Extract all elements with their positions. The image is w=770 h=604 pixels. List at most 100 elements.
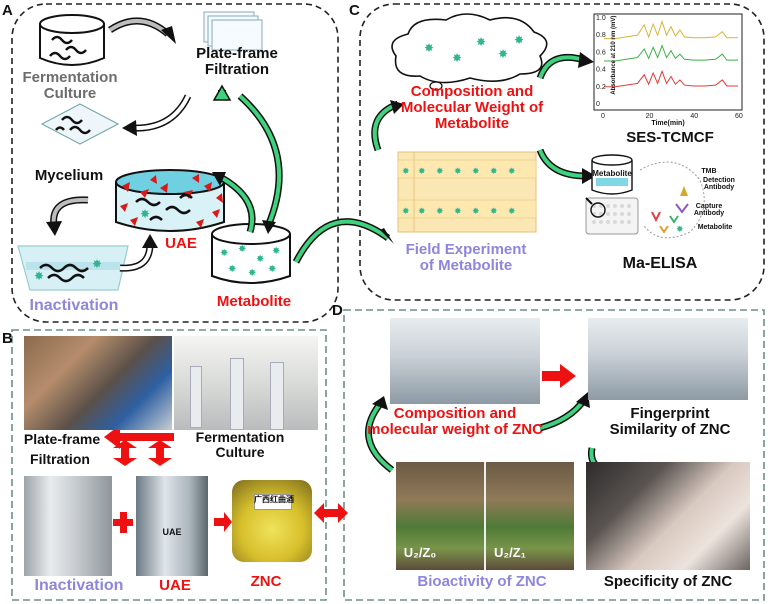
label-u2z0: U₂/Z₀ (403, 545, 437, 560)
chart-xtick-label: 40 (690, 113, 698, 120)
svg-text:✸: ✸ (472, 166, 480, 176)
label-ma-elisa: Ma-ELISA (622, 255, 698, 272)
chart-xtick-label: 20 (646, 113, 654, 120)
label-tmb: TMB (701, 168, 717, 175)
label-d-specificity: Specificity of ZNC (603, 573, 733, 590)
cloud-icon: ✸✸✸✸✸ (391, 13, 548, 91)
label-b-plate-frame-line1: Plate-frame (23, 431, 101, 447)
label-b-znc: ZNC (250, 573, 282, 590)
panel-c-letter: C (349, 2, 360, 19)
label-plate-metabolite: Metabolite (592, 169, 632, 178)
red-arrow-b3 (148, 440, 172, 466)
photo-uae-label: UAE (162, 527, 182, 537)
label-d-composition: Composition and molecular weight of ZNC (367, 405, 543, 438)
chart-ytick-label: 0 (596, 101, 600, 108)
svg-text:✸: ✸ (92, 257, 102, 271)
photo-lab-fingerprint (588, 318, 748, 400)
svg-text:✸: ✸ (418, 206, 426, 216)
panel-a-letter: A (2, 2, 13, 19)
label-b-uae: UAE (159, 577, 191, 594)
svg-text:✸: ✸ (238, 244, 246, 255)
label-field-experiment: Field Experiment of Metabolite (405, 241, 527, 274)
svg-text:✸: ✸ (424, 41, 434, 55)
chart-series-line-1 (604, 44, 738, 62)
panel-b-letter: B (2, 330, 13, 347)
svg-text:✸: ✸ (454, 206, 462, 216)
label-fermentation-culture: Fermentation Culture (22, 69, 118, 102)
svg-text:✸: ✸ (256, 254, 264, 265)
svg-text:✸: ✸ (34, 269, 44, 283)
label-mycelium: Mycelium (34, 167, 104, 184)
panel-d-frame (343, 309, 765, 601)
svg-text:✸: ✸ (402, 166, 410, 176)
field-plot-image: ✸✸✸✸✸✸✸ ✸✸✸✸✸✸✸ (397, 151, 537, 233)
inactivation-tray-icon: ✸ ✸ (17, 245, 129, 291)
label-b-plate-frame-line2: Filtration (30, 451, 90, 467)
label-b-inactivation: Inactivation (34, 577, 124, 594)
panel-d-letter: D (332, 302, 343, 319)
label-detection-antibody: Detection Antibody (703, 177, 735, 192)
svg-text:✸: ✸ (452, 51, 462, 65)
mycelium-icon (40, 103, 120, 145)
metabolite-tank-icon: ✸✸✸ ✸✸✸✸ (211, 223, 291, 284)
photo-znc-jar: 广西红曲酒 (232, 480, 312, 562)
svg-text:✸: ✸ (228, 264, 236, 275)
chart-ytick-label: 0.2 (596, 84, 606, 91)
photo-rabbit-test (586, 462, 750, 570)
svg-text:✸: ✸ (436, 166, 444, 176)
svg-text:✸: ✸ (248, 268, 256, 279)
svg-text:✸: ✸ (402, 206, 410, 216)
red-arrow-b2 (113, 440, 137, 466)
svg-text:✸: ✸ (268, 264, 276, 275)
panel-c-frame (359, 3, 765, 301)
svg-text:✸: ✸ (490, 166, 498, 176)
svg-text:✸: ✸ (140, 207, 150, 221)
chart-ylabel: Absorbance at 210 nm (mV) (610, 15, 617, 95)
chart-series-line-2 (604, 69, 738, 88)
svg-text:✸: ✸ (436, 206, 444, 216)
chart-series-line-0 (604, 19, 738, 40)
red-arrow-d1 (542, 364, 576, 388)
chart-xtick-label: 0 (601, 113, 605, 120)
jar-label: 广西红曲酒 (254, 495, 294, 504)
svg-text:✸: ✸ (508, 166, 516, 176)
label-u2z1: U₂/Z₁ (493, 545, 527, 560)
elisa-plate-icon: ✸ (585, 154, 705, 239)
photo-plate-frame-filter (24, 336, 172, 430)
photo-inactivation-tanks (24, 476, 112, 576)
chart-ytick-label: 0.8 (596, 32, 606, 39)
svg-text:✸: ✸ (514, 33, 524, 47)
chart-ytick-label: 0.4 (596, 67, 606, 74)
chart-xtick-label: 60 (735, 113, 743, 120)
label-metabolite: Metabolite (216, 293, 292, 310)
red-arrow-b1 (104, 425, 174, 449)
svg-text:✸: ✸ (476, 35, 486, 49)
photo-uae-equipment: UAE (136, 476, 208, 576)
label-uae: UAE (165, 235, 197, 252)
filter-paper-icon (203, 11, 263, 51)
svg-text:✸: ✸ (220, 248, 228, 259)
label-ses-tcmcf: SES-TCMCF (626, 129, 714, 146)
photo-lab-composition (390, 318, 540, 404)
label-plate-frame-filtration: Plate-frame Filtration (196, 45, 278, 78)
label-inactivation: Inactivation (29, 297, 119, 314)
fermentation-tank-icon (39, 14, 105, 66)
red-arrow-b4 (214, 512, 232, 532)
photo-field-plants: U₂/Z₀ U₂/Z₁ (396, 462, 574, 570)
panel-a-frame (11, 3, 339, 323)
chart-ytick-label: 1.0 (596, 15, 606, 22)
svg-text:✸: ✸ (272, 246, 280, 257)
red-plus-icon (113, 512, 133, 533)
panel-b-frame (11, 329, 327, 601)
label-d-bioactivity: Bioactivity of ZNC (417, 573, 547, 590)
label-capture-antibody: Capture Antibody (693, 203, 725, 218)
svg-text:✸: ✸ (472, 206, 480, 216)
label-composition-metabolite: Composition and Molecular Weight of Meta… (400, 83, 544, 132)
red-double-arrow-b-d (314, 503, 348, 523)
label-elisa-metabolite: Metabolite (697, 224, 733, 231)
label-b-fermentation: Fermentation Culture (195, 429, 285, 460)
label-d-fingerprint: Fingerprint Similarity of ZNC (609, 405, 731, 438)
chart-xlabel: Time(min) (651, 120, 685, 127)
